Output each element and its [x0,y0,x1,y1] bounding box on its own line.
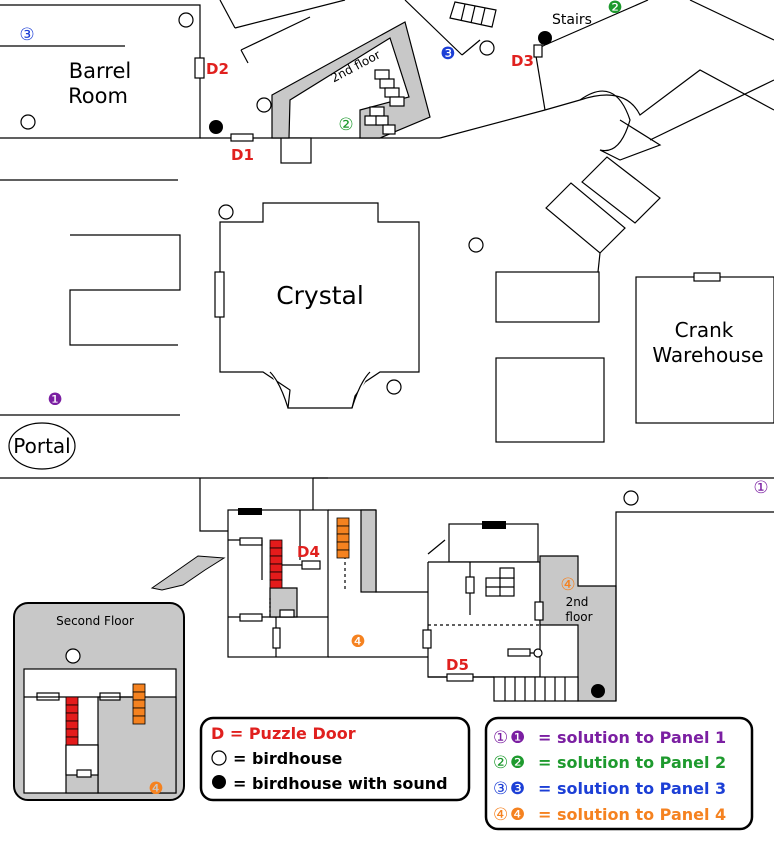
birdhouse [218,204,234,220]
legend-doors-birdhouses [199,716,471,802]
birdhouse [20,114,36,130]
panel2-filled-marker: ❷ [607,0,622,18]
legend-panel3-open: ③ [493,779,508,799]
door-d3-label: D3 [511,52,534,70]
birdhouse [256,97,272,113]
inset-arrow [150,555,226,591]
crystal-label: Crystal [276,281,364,310]
legend-birdhouse-sound-icon [212,775,226,789]
legend-panel2: = solution to Panel 2 [538,753,726,772]
legend-birdhouse-sound: = birdhouse with sound [233,774,448,793]
lower-steps [493,676,579,702]
legend-puzzle-door: D = Puzzle Door [211,724,356,743]
second-floor-right-label-1: 2nd [566,595,589,609]
legend-panel3: = solution to Panel 3 [538,779,726,798]
barrel-room-label-2: Room [68,84,128,108]
small-building [495,271,600,323]
crystal-arch-left [269,371,289,409]
alcove [280,137,312,164]
birdhouse [65,648,81,664]
door-d1-label: D1 [231,146,254,164]
crank-warehouse-label-2: Warehouse [652,343,763,367]
stairs-block-a [581,156,661,224]
panel1-filled-marker: ❶ [47,390,62,410]
door-d2-label: D2 [206,60,229,78]
legend-panel1-open: ① [493,728,508,748]
vent-a [238,508,262,515]
panel3-open-marker: ③ [19,25,34,45]
legend-panel4: = solution to Panel 4 [538,805,726,824]
stairs-building [439,0,774,273]
lower-complex [199,477,774,702]
legend-panels [484,716,754,831]
top-diagonal-structures [219,0,497,64]
right-annex [427,561,541,678]
legend-panel4-filled: ❹ [510,805,525,825]
portal [8,422,76,470]
lower-building [495,357,605,443]
door-d5-label: D5 [446,656,469,674]
door-d1-marker [230,133,254,142]
top-stairs [364,69,405,135]
stairs-red [269,539,283,589]
barrel-room-label-1: Barrel [69,59,131,83]
crank-warehouse-door [693,272,721,282]
birdhouse [623,490,639,506]
legend-panel3-filled: ❸ [510,779,525,799]
crystal-door [214,271,225,318]
gray-strip-a [360,509,377,593]
legend-panel2-filled: ❷ [510,753,525,773]
birdhouse [386,379,402,395]
birdhouse [479,40,495,56]
portal-label: Portal [13,434,70,458]
legend-birdhouse-icon [211,750,227,766]
panel1-open-marker: ① [753,478,768,498]
door-d3-marker [533,44,543,58]
lower-step-lines [504,677,566,701]
crystal-arch-right [351,371,371,409]
inset-stairs-red [65,696,79,746]
right-annex-top [448,523,539,563]
second-floor-top [271,21,431,139]
second-floor-inset-label: Second Floor [56,614,134,628]
birdhouse-with-sound [209,120,223,134]
inset-stairs-orange [132,683,146,725]
panel3-filled-marker: ❸ [440,44,455,64]
birdhouse [178,12,194,28]
panel4-open-marker: ④ [560,575,575,595]
stairs-rotunda [579,90,662,161]
barrel-room [0,4,205,139]
birdhouses [20,12,639,698]
stairs-orange [336,517,350,559]
panel4-inset-marker: ❹ [148,779,163,799]
legend-birdhouse: = birdhouse [233,749,343,768]
birdhouse-with-sound [538,31,552,45]
stairs-label: Stairs [552,12,592,28]
vent-b [482,521,506,529]
right-buildings [495,271,774,443]
birdhouse [468,237,484,253]
crank-warehouse [635,276,774,424]
panel2-open-marker: ② [338,115,353,135]
inset-plan [23,668,177,794]
upper-corridor-walls [0,133,440,181]
legend-panel1-filled: ❶ [510,728,525,748]
panel4-filled-marker: ❹ [350,632,365,652]
door-d2-marker [194,57,205,79]
legend-panel4-open: ④ [493,805,508,825]
door-d4-label: D4 [297,543,320,561]
crank-warehouse-label-1: Crank [675,318,734,342]
birdhouse-with-sound [591,684,605,698]
stairs-block-b [545,182,626,254]
second-floor-right-label-2: floor [565,610,592,624]
legend-panel2-open: ② [493,753,508,773]
left-walls [0,234,774,479]
legend-panel1: = solution to Panel 1 [538,728,726,747]
